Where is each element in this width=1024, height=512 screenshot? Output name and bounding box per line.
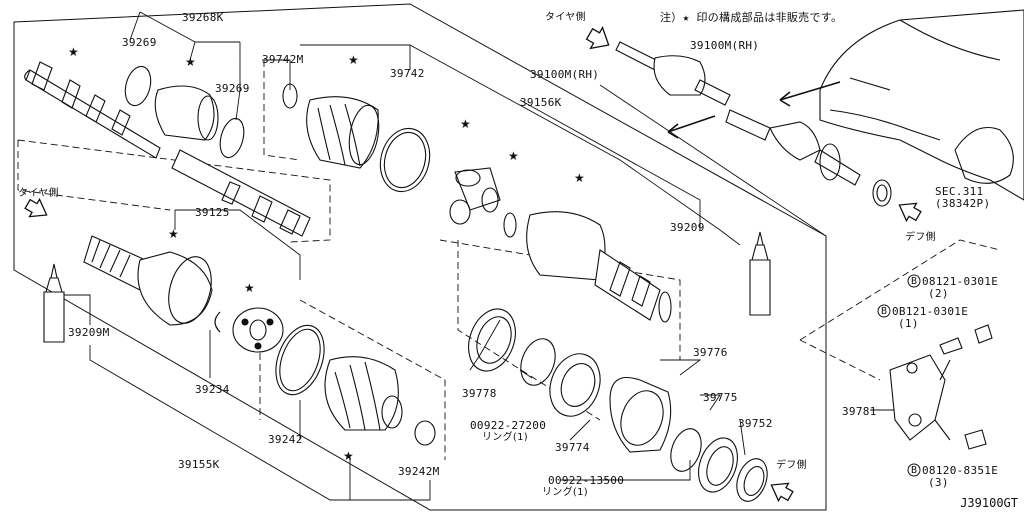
part-label: 39156K [520, 96, 562, 109]
direction-arrows [24, 26, 922, 503]
bracket-39781 [889, 354, 951, 441]
direction-label: デフ側 [776, 460, 807, 471]
inner-shaft [24, 61, 161, 159]
bolt-markers [877, 274, 921, 477]
part-label: 39774 [555, 441, 590, 454]
bolt-marker: B [881, 306, 888, 317]
snap-ring-00922-27200 [520, 338, 556, 386]
part-label: 39209M [68, 326, 110, 339]
leader-lines [60, 11, 900, 501]
part-label: 39269 [215, 82, 250, 95]
part-label: 00922-27200 [470, 419, 547, 432]
non-sale-star: ★ [508, 149, 519, 163]
direction-label: タイヤ側 [545, 12, 586, 23]
part-label: 39100M(RH) [530, 68, 600, 81]
non-sale-star: ★ [244, 281, 255, 295]
part-label: 39781 [842, 405, 877, 418]
tripod-joint [449, 167, 517, 238]
part-label: 39234 [195, 383, 230, 396]
non-sale-star: ★ [574, 171, 585, 185]
inner-race [232, 307, 284, 353]
intermediate-shaft [171, 149, 311, 237]
part-qty: (2) [928, 287, 949, 300]
outer-boot [324, 356, 436, 446]
outer-cv-joint [83, 235, 213, 326]
part-label: 39776 [693, 346, 728, 359]
note-text: 注）★ 印の構成部品は非販売です。 [660, 11, 843, 24]
circlip-39234 [214, 311, 221, 333]
driveshaft-39100M-rh [615, 41, 892, 207]
direction-label: タイヤ側 [18, 188, 59, 199]
non-sale-star: ★ [185, 55, 196, 69]
part-label: 39242M [398, 465, 440, 478]
assembly-frame [13, 3, 827, 511]
diagram-code: J39100GT [960, 496, 1018, 510]
seal-39778 [468, 308, 516, 372]
part-qty: (3) [928, 476, 949, 489]
housing-39156K [526, 211, 672, 323]
part-qty: リング(1) [542, 487, 588, 498]
boot-39268K [124, 65, 245, 159]
grease-tube-39209 [749, 231, 771, 316]
part-label: 39125 [195, 206, 230, 219]
part-label: 39742 [390, 67, 425, 80]
bolts [939, 324, 993, 450]
non-sale-star: ★ [348, 53, 359, 67]
part-qty: (1) [898, 317, 919, 330]
non-sale-star: ★ [68, 45, 79, 59]
direction-label: デフ側 [905, 232, 936, 243]
seal-39775 [698, 437, 738, 493]
part-label: 39742M [262, 53, 304, 66]
non-sale-star: ★ [343, 449, 354, 463]
section-ref: (38342P) [935, 197, 991, 210]
part-label: 39100M(RH) [690, 39, 760, 52]
grease-tube-39209M [43, 263, 65, 343]
part-label: 08120-8351E [922, 464, 999, 477]
part-label: 39269 [122, 36, 157, 49]
part-label: 39775 [703, 391, 738, 404]
part-label: 39155K [178, 458, 220, 471]
part-label: 39242 [268, 433, 303, 446]
bolt-marker: B [911, 465, 918, 476]
part-label: 08121-0301E [922, 275, 999, 288]
part-label: 39752 [738, 417, 773, 430]
boot-39742 [282, 83, 431, 193]
bolt-marker: B [911, 276, 918, 287]
motion-arrows [667, 81, 841, 139]
part-label: 39268K [182, 11, 224, 24]
non-sale-star: ★ [168, 227, 179, 241]
bearing-39774 [549, 353, 601, 417]
vehicle-outline [819, 9, 1024, 201]
bracket-39776 [609, 376, 672, 453]
part-label: 0B121-0301E [892, 305, 969, 318]
part-qty: リング(1) [482, 432, 528, 443]
seal-39752 [736, 458, 768, 502]
snap-ring-00922-13500 [670, 428, 702, 472]
part-label: 00922-13500 [548, 474, 625, 487]
part-label: 39778 [462, 387, 497, 400]
part-label: 39209 [670, 221, 705, 234]
non-sale-star: ★ [460, 117, 471, 131]
boot-band-39242 [275, 324, 325, 396]
section-ref: SEC.311 [935, 185, 984, 198]
